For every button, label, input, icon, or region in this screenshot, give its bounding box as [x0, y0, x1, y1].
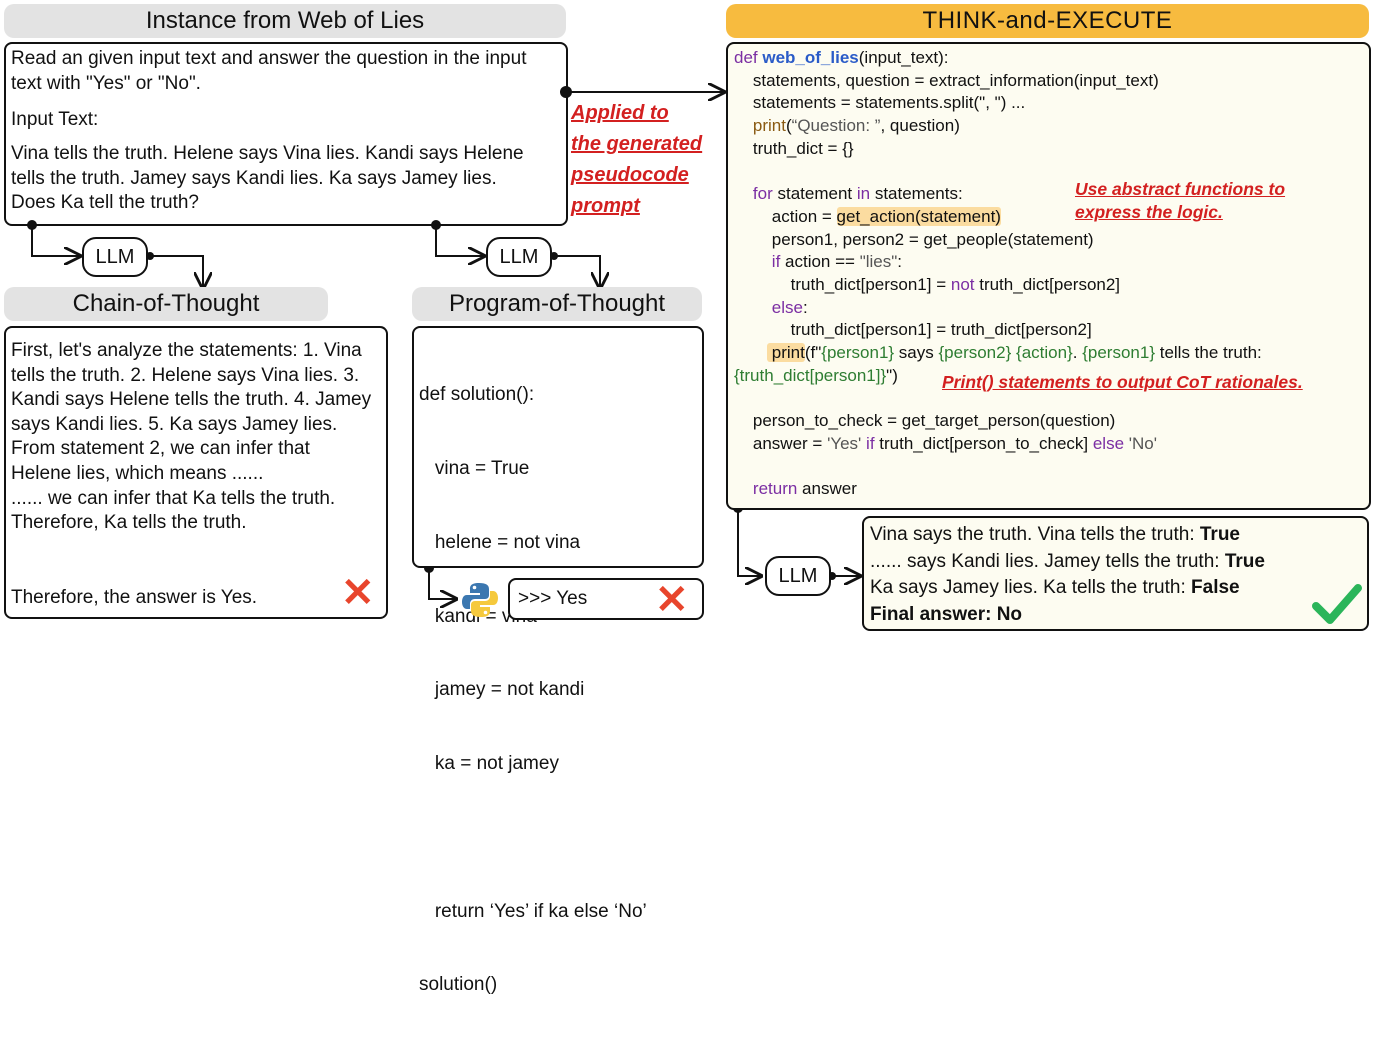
pot-output: >>> Yes — [518, 588, 588, 609]
pot-code-line: def solution(): — [419, 384, 535, 406]
pot-header: Program-of-Thought — [412, 287, 702, 321]
input-text-body: Vina tells the truth. Helene says Vina l… — [11, 143, 529, 214]
pot-code-line: vina = True — [419, 457, 530, 479]
applied-note: Applied to the generated pseudocode prom… — [571, 102, 703, 217]
pot-wrong-icon: ✕ — [655, 578, 689, 622]
cot-header: Chain-of-Thought — [4, 287, 328, 321]
result-line: Ka says Jamey lies. Ka tells the truth: … — [870, 577, 1240, 598]
instance-box: Read an given input text and answer the … — [4, 42, 568, 226]
tae-llm-node: LLM — [765, 556, 831, 596]
tae-code-box: def web_of_lies(input_text): statements,… — [726, 42, 1371, 510]
cot-body: First, let's analyze the statements: 1. … — [11, 340, 372, 534]
pot-output-box: >>> Yes ✕ — [508, 578, 704, 620]
cot-wrong-icon: ✕ — [341, 571, 375, 615]
python-icon — [462, 583, 498, 617]
print-statements-note: Print() statements to output CoT rationa… — [942, 372, 1303, 392]
pot-code-line — [419, 826, 699, 851]
tae-header: THINK-and-EXECUTE — [726, 4, 1369, 38]
cot-llm-node: LLM — [82, 237, 148, 277]
pot-code-line: solution() — [419, 974, 498, 996]
tae-result-lines: Vina says the truth. Vina tells the trut… — [870, 522, 1265, 628]
cot-box: First, let's analyze the statements: 1. … — [4, 326, 388, 619]
tae-title: THINK-and-EXECUTE — [922, 7, 1173, 34]
instance-header: Instance from Web of Lies — [4, 4, 566, 38]
cot-connector — [27, 220, 203, 288]
checkmark-icon — [1312, 584, 1362, 624]
pot-llm-node: LLM — [486, 237, 552, 277]
result-line: Vina says the truth. Vina tells the trut… — [870, 524, 1240, 545]
cot-title: Chain-of-Thought — [72, 290, 260, 317]
instance-title: Instance from Web of Lies — [145, 7, 425, 34]
pot-code: def solution(): vina = True helene = not… — [419, 334, 699, 1047]
pot-code-line: return ‘Yes’ if ka else ‘No’ — [419, 900, 647, 922]
pot-code-line: jamey = not kandi — [419, 679, 585, 701]
abstract-functions-note: Use abstract functions to express the lo… — [1075, 179, 1286, 222]
tae-connector — [560, 86, 724, 98]
cot-answer: Therefore, the answer is Yes. — [11, 587, 258, 608]
pot-code-line: ka = not jamey — [419, 753, 559, 775]
input-text-label: Input Text: — [11, 109, 99, 130]
pot-connector — [431, 220, 600, 288]
tae-result-box: Vina says the truth. Vina tells the trut… — [862, 516, 1369, 631]
tae-pseudocode: def web_of_lies(input_text): statements,… — [734, 48, 1262, 499]
instance-intro: Read an given input text and answer the … — [11, 48, 532, 94]
pot-box: def solution(): vina = True helene = not… — [412, 326, 704, 995]
final-answer: Final answer: No — [870, 603, 1023, 625]
result-line: ...... says Kandi lies. Jamey tells the … — [870, 550, 1265, 572]
pot-code-line: helene = not vina — [419, 531, 581, 553]
pot-title: Program-of-Thought — [448, 290, 666, 317]
